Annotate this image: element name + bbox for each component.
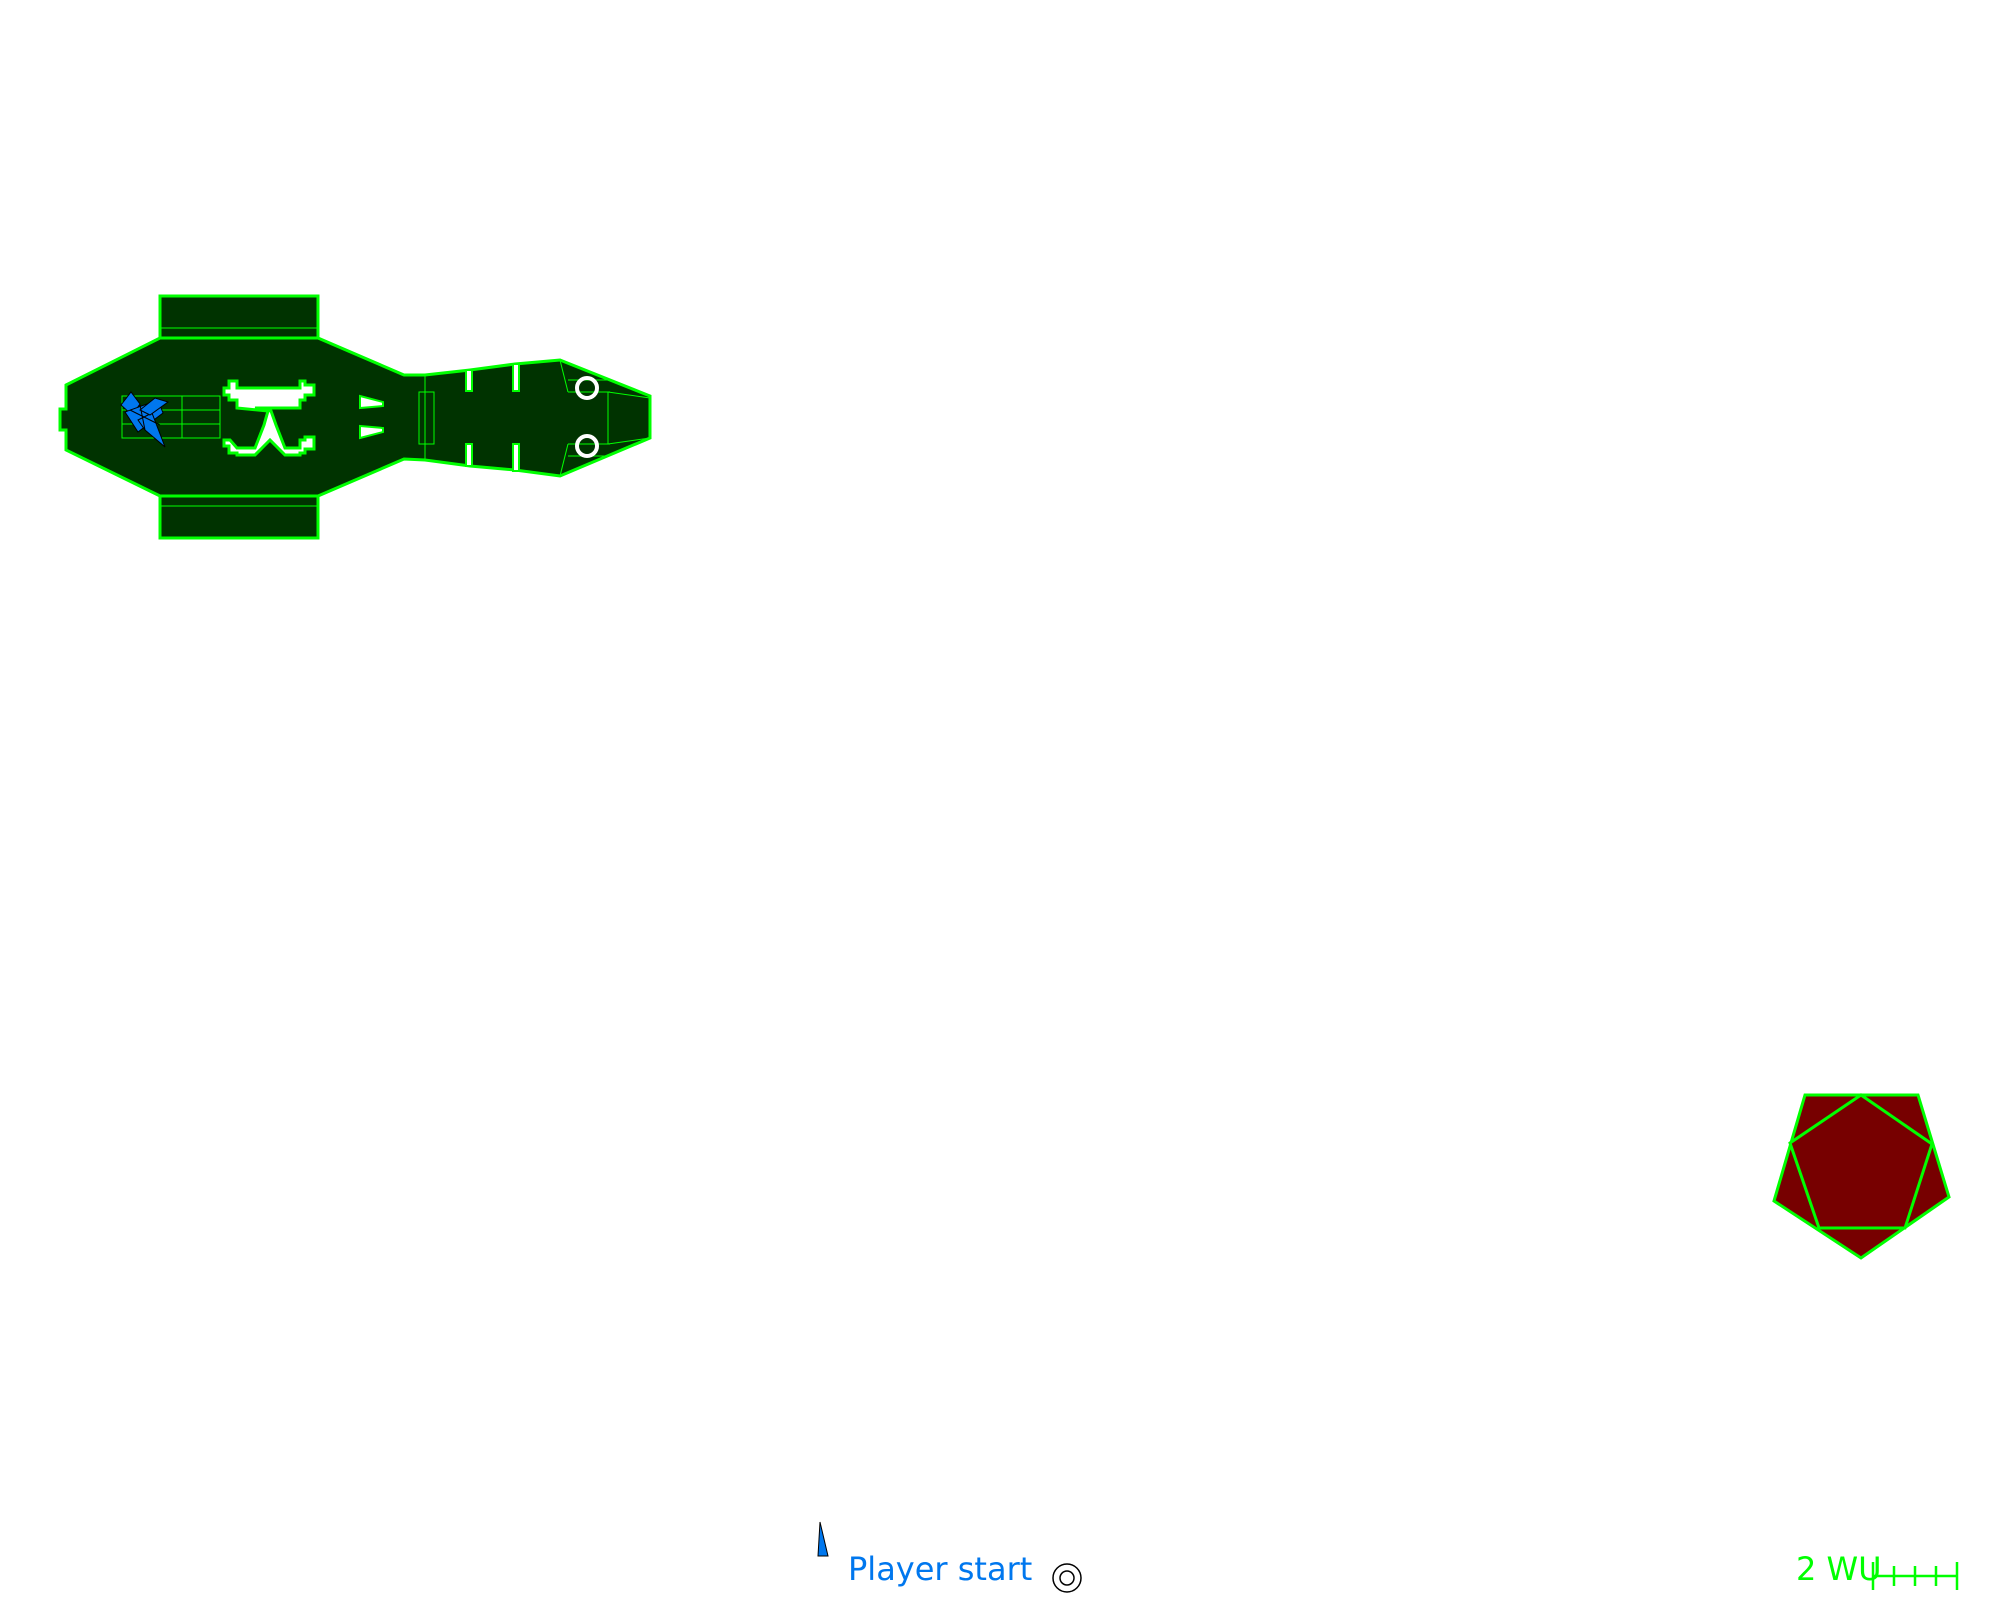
hull-gaps — [359, 363, 520, 472]
hazard-pentagon — [1772, 1093, 1951, 1260]
station-ship — [58, 294, 652, 540]
target-marker-icon — [1052, 1563, 1082, 1593]
target-marker-bottom[interactable] — [575, 434, 599, 458]
player-start-label: Player start — [848, 1550, 1032, 1588]
scale-label: 2 WU — [1796, 1550, 1882, 1588]
legend: Player start 2 WU — [817, 1521, 1959, 1593]
cargo-bay-cutout — [222, 379, 316, 457]
lower-engine-pod — [158, 494, 320, 540]
scale-bar — [1871, 1562, 1959, 1590]
upper-engine-pod — [158, 294, 320, 340]
hull-details — [121, 359, 651, 477]
player-ship[interactable] — [120, 391, 170, 448]
target-marker-top[interactable] — [575, 376, 599, 400]
player-start-icon — [817, 1521, 829, 1557]
